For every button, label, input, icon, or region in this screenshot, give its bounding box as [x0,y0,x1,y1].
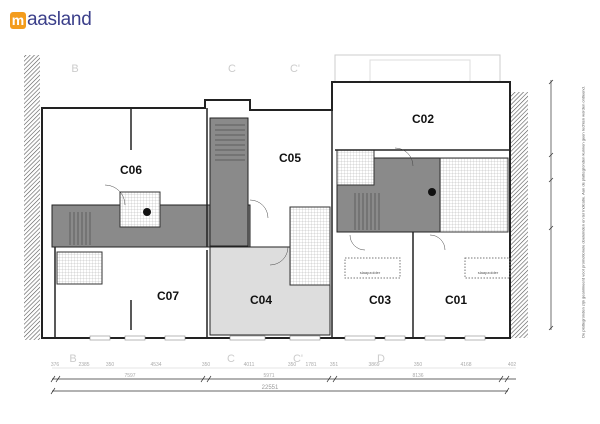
room-label-c02: C02 [412,112,434,126]
dimension: 350 [288,362,297,368]
total-dimension: 22551 [262,385,279,391]
room-label-c07: C07 [157,289,179,303]
room-label-c03: C03 [369,293,391,307]
room-label-c06: C06 [120,163,142,177]
bathroom [439,157,509,233]
grid-axis-c-prime-top: C' [290,63,300,75]
dimension: 4534 [150,362,161,368]
attic-outline [464,257,511,279]
grid-axis-b-top: B [71,63,78,75]
bathroom [336,149,375,186]
dimension: 3869 [368,362,379,368]
grid-axis-c-top: C [228,63,236,75]
grid-axis-c-prime-bottom: C' [293,353,303,365]
room-label-c05: C05 [279,151,301,165]
stairs [69,124,380,245]
shaft-icon [428,188,436,196]
party-wall-left [24,55,40,340]
dimension: 4011 [244,362,255,368]
logo-text: aasland [27,9,92,30]
grid-axis-b-bottom: B [69,353,76,365]
dimension: 351 [330,362,339,368]
roof-terrace [334,54,501,84]
bathroom [56,251,103,285]
dimension: 2385 [78,362,89,368]
dimension: 376 [51,362,60,368]
interior-walls [54,82,510,338]
skylight [369,59,471,83]
dimension: 402 [508,362,517,368]
vertical-dimension-ticks [548,79,554,331]
shaft-icon [143,208,151,216]
dimension: 1781 [305,362,316,368]
party-wall-right [511,92,528,338]
dimension: 350 [414,362,423,368]
room-label-c04: C04 [250,293,272,307]
maasland-logo: m aasland [10,9,92,31]
room-label-c01: C01 [445,293,467,307]
attic-outline [344,257,401,279]
door-swings [104,147,446,266]
bathroom [119,191,161,228]
bay-dimension: 8136 [412,373,423,379]
dimension: 4168 [460,362,471,368]
attic-label: slaapzolder [360,270,381,275]
bay-dimension: 5971 [263,373,274,379]
windows [89,335,486,341]
dimension: 350 [202,362,211,368]
stair-core-middle [209,117,249,247]
dimension: 350 [106,362,115,368]
disclaimer-text: De plattegronden zijn geanimeerd voor pr… [580,86,586,338]
grid-axis-d-bottom: D [377,353,385,365]
bathroom [289,206,331,286]
logo-mark: m [10,11,26,29]
grid-axis-c-bottom: C [227,353,235,365]
dimension-segments: 376 2385 350 4534 350 4011 350 1781 351 … [51,362,517,368]
bay-dimension: 7597 [124,373,135,379]
attic-label: slaapzolder [478,270,499,275]
